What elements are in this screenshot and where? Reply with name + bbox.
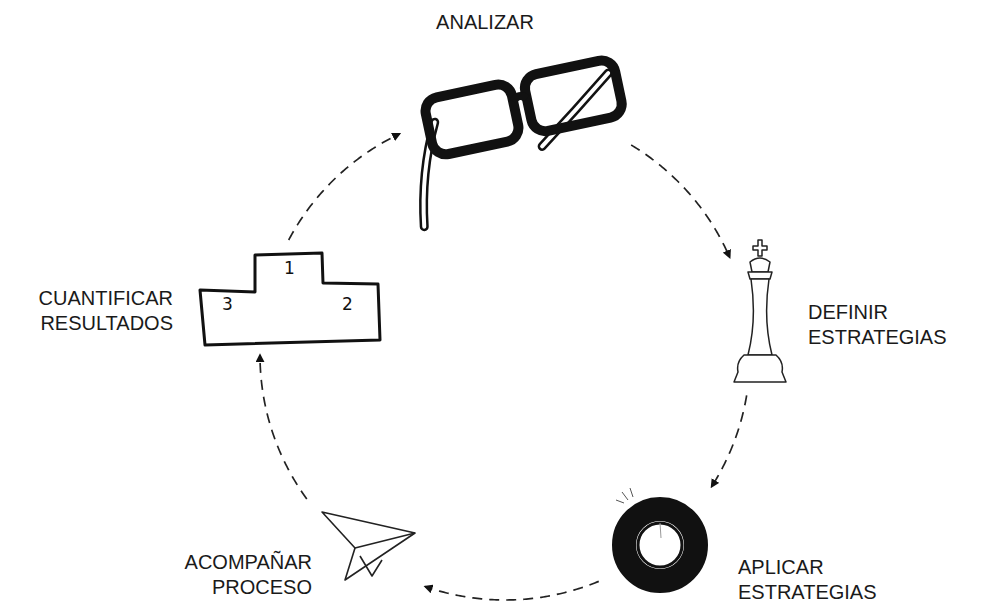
tire-rim — [638, 523, 682, 567]
king-head — [750, 258, 770, 272]
paper-plane-icon — [322, 512, 415, 580]
dashed-arrow — [712, 395, 747, 486]
cycle-step: ACOMPAÑAR PROCESO — [156, 505, 420, 604]
king-base — [734, 355, 786, 382]
king-body — [748, 279, 772, 355]
plane-fold — [355, 533, 415, 548]
step-label: APLICAR ESTRATEGIAS — [738, 555, 888, 605]
cycle-step: CUANTIFICAR RESULTADOS — [11, 245, 385, 350]
sketch-marks — [616, 488, 633, 503]
king-collar — [748, 272, 772, 279]
step-label: DEFINIR ESTRATEGIAS — [808, 300, 963, 350]
tire-mark — [660, 523, 661, 538]
cycle-step: ANALIZAR — [406, 6, 625, 150]
dashed-arrow — [260, 355, 307, 499]
podium-number: 1 — [284, 258, 295, 278]
dashed-arrow — [289, 134, 400, 240]
chess-king-icon — [734, 240, 786, 382]
glasses-bridge — [512, 95, 527, 102]
dashed-arrow — [425, 581, 599, 600]
tire-icon — [616, 488, 696, 581]
cycle-step: APLICAR ESTRATEGIAS — [605, 492, 892, 609]
dashed-arrow — [631, 145, 729, 257]
plane-keel — [360, 556, 382, 576]
plane-wing — [322, 512, 415, 580]
podium-number: 2 — [342, 294, 353, 314]
glasses-icon — [398, 58, 638, 227]
tire-ring — [624, 509, 696, 581]
cycle-step: DEFINIR ESTRATEGIAS — [735, 232, 967, 390]
step-label: ANALIZAR — [410, 10, 560, 35]
step-label: CUANTIFICAR RESULTADOS — [15, 286, 173, 336]
podium-number: 3 — [222, 294, 233, 314]
glasses-lens — [423, 82, 521, 157]
step-label: ACOMPAÑAR PROCESO — [160, 550, 312, 600]
king-cross — [753, 240, 767, 256]
glasses-lens — [522, 58, 624, 134]
podium-icon — [200, 253, 380, 345]
